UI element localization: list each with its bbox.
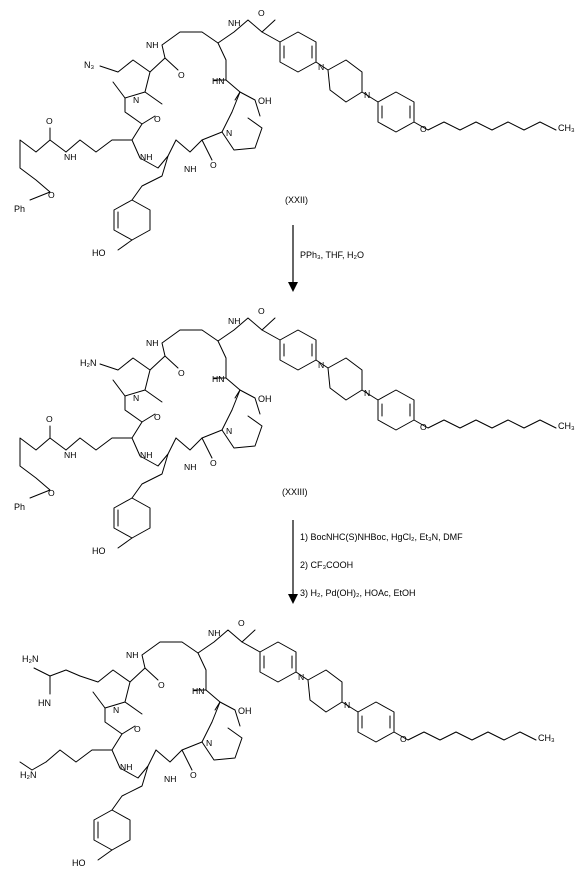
n-label-2b: N: [364, 388, 370, 398]
nh-label-1b: NH: [228, 18, 240, 28]
guanidine-hn-label: HN: [38, 698, 51, 708]
compound-xxii: N₃ HO Ph CH₃ OH NH NH O N N O N HN NH NH…: [14, 8, 575, 258]
amine-label-2: H₂N: [80, 358, 97, 368]
hn-label-1a: HN: [212, 76, 224, 86]
reaction-arrow-2: 1) BocNHC(S)NHBoc, HgCl₂, Et₃N, DMF 2) C…: [288, 520, 463, 604]
o-label-2a: O: [258, 306, 265, 316]
nh-label-3a: NH: [126, 650, 138, 660]
nh-label-2e: NH: [64, 450, 76, 460]
nh-label-2d: NH: [184, 462, 196, 472]
phenyl-label-2: Ph: [14, 502, 25, 512]
n-label-1a: N: [318, 62, 324, 72]
n-label-2d: N: [226, 426, 232, 436]
oh-label-1: OH: [258, 96, 272, 106]
compound-label-xxii: (XXII): [285, 195, 308, 205]
hn-label-3a: HN: [192, 686, 204, 696]
azide-label: N₃: [84, 60, 94, 70]
o-label-2d: O: [154, 412, 161, 422]
o-label-1f: O: [46, 116, 53, 126]
o-label-1d: O: [154, 114, 161, 124]
o-label-2f: O: [46, 414, 53, 424]
o-label-1a: O: [258, 8, 265, 18]
nh-label-1a: NH: [146, 40, 158, 50]
nh-label-2a: NH: [146, 338, 158, 348]
compound-label-xxiii: (XXIII): [282, 487, 308, 497]
n-label-3c: N: [113, 705, 119, 715]
amine-label-3: H₂N: [20, 770, 37, 780]
o-label-3b: O: [400, 734, 407, 744]
n-label-2a: N: [318, 360, 324, 370]
o-label-1g: O: [48, 190, 55, 200]
reagents-step-2a: 1) BocNHC(S)NHBoc, HgCl₂, Et₃N, DMF: [300, 532, 463, 542]
reagents-step-2c: 3) H₂, Pd(OH)₂, HOAc, EtOH: [300, 588, 416, 598]
o-label-3e: O: [190, 770, 197, 780]
nh-label-1c: NH: [140, 152, 152, 162]
nh-label-3d: NH: [164, 774, 176, 784]
hydroxy-label-3: HO: [72, 858, 86, 868]
n-label-3d: N: [206, 738, 212, 748]
n-label-3a: N: [298, 672, 304, 682]
n-label-1b: N: [364, 90, 370, 100]
nh-label-2c: NH: [140, 450, 152, 460]
o-label-1e: O: [210, 160, 217, 170]
o-label-2e: O: [210, 458, 217, 468]
compound-xxiii: H₂N HO Ph CH₃ OH NH NH O N N O N HN NH N…: [14, 306, 575, 556]
n-label-2c: N: [133, 393, 139, 403]
compound-product: H₂N HN H₂N HO CH₃ OH NH NH O N N O N HN …: [19, 618, 555, 868]
hydroxy-label-2: HO: [92, 546, 106, 556]
hydroxy-label-1: HO: [92, 248, 106, 258]
methyl-label-3: CH₃: [538, 733, 555, 743]
methyl-label-1: CH₃: [558, 123, 575, 133]
o-label-2c: O: [178, 368, 185, 378]
reaction-arrow-1: PPh₃, THF, H₂O: [288, 225, 364, 292]
guanidine-nh2-label: H₂N: [22, 654, 39, 664]
nh-label-1e: NH: [64, 152, 76, 162]
methyl-label-2: CH₃: [558, 421, 575, 431]
reagents-step-2b: 2) CF₃COOH: [300, 560, 353, 570]
o-label-1b: O: [420, 124, 427, 134]
oh-label-3: OH: [238, 706, 252, 716]
o-label-3c: O: [158, 680, 165, 690]
o-label-1c: O: [178, 70, 185, 80]
reagents-step-1: PPh₃, THF, H₂O: [300, 250, 364, 260]
o-label-3d: O: [134, 724, 141, 734]
n-label-1d: N: [226, 128, 232, 138]
oh-label-2: OH: [258, 394, 272, 404]
nh-label-1d: NH: [184, 164, 196, 174]
n-label-1c: N: [133, 95, 139, 105]
nh-label-3b: NH: [208, 628, 220, 638]
o-label-3a: O: [238, 618, 245, 628]
phenyl-label-1: Ph: [14, 204, 25, 214]
o-label-2g: O: [48, 488, 55, 498]
hn-label-2a: HN: [212, 374, 224, 384]
n-label-3b: N: [344, 700, 350, 710]
nh-label-3c: NH: [120, 762, 132, 772]
nh-label-2b: NH: [228, 316, 240, 326]
o-label-2b: O: [420, 422, 427, 432]
